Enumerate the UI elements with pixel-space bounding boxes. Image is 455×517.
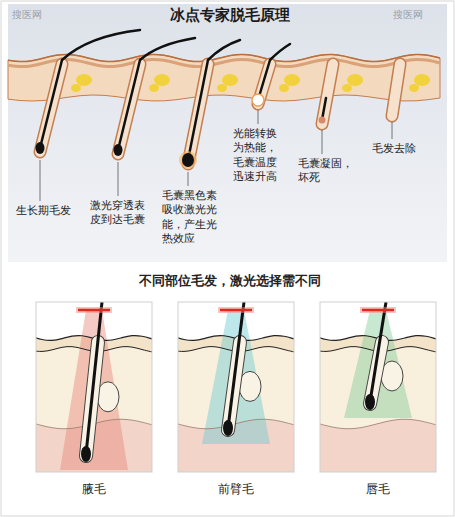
follicle-sheath [322,64,333,124]
section-heading: 不同部位毛发，激光选择需不同 [2,273,455,290]
coagulated-bulb [319,117,326,124]
hair-shaft [208,40,240,60]
watermark: 搜医网 [12,8,72,21]
depth-panel [32,302,156,472]
heat-glow [252,94,264,106]
diagram-title: 冰点专家脱毛原理 [2,6,455,26]
hair-shaft [228,302,244,428]
panel-caption: 唇毛 [320,482,436,498]
fat-blob [284,74,300,86]
laser-glow [360,307,396,313]
panel-caption: 腋毛 [36,482,152,498]
stage-label: 光能转换为热能，毛囊温度迅速升高 [233,127,283,184]
fat-blob [217,84,227,92]
fat-blob [279,84,289,92]
stage-label: 毛囊黑色素吸收激光光能，产生光热效应 [162,189,222,246]
stage-label: 毛发去除 [372,142,428,156]
panel-content [320,302,436,472]
hair-stage [179,40,240,169]
hair-stage [114,38,196,156]
hair-bulb [81,446,91,462]
stage-label: 毛囊凝固，坏死 [298,157,358,186]
stage-label: 激光穿透表皮到达毛囊 [90,199,150,228]
hair-shaft [140,38,195,60]
hair-stage [252,44,300,106]
hair-bulb [182,153,194,167]
hair-stage [36,30,141,154]
hair-root [188,60,208,160]
beam-cone [344,310,412,418]
hair-shaft [86,302,102,454]
hair-root [40,60,62,148]
panel-content [36,302,152,472]
hair-shaft [62,30,140,60]
follicle-inner [322,64,333,124]
leader-line [392,122,393,139]
laser-bar [362,309,394,312]
laser-glow [76,307,112,313]
leader-line [40,160,41,201]
hair-shaft [270,44,290,60]
fat-blob [409,84,419,92]
panel-border [36,302,152,472]
fat-blob [222,74,238,86]
leader-line [258,110,259,124]
depth-panel [316,302,440,472]
leader-line [322,130,323,154]
heat-glow [179,151,197,169]
skin-surface [8,54,440,61]
hair-bulb [114,144,123,156]
skin-band [8,54,440,101]
hair-bulb [365,394,375,410]
leader-line [118,162,119,196]
subcutis [320,419,436,472]
laser-glow [218,307,254,313]
skin-line [320,419,436,428]
watermark: 搜医网 [393,8,443,21]
laser-bar [220,309,252,312]
follicle-sheath [392,64,400,116]
fat-blob [149,84,159,92]
fat-blob [342,84,352,92]
panel-border [320,302,436,472]
panel-caption: 前臂毛 [178,482,294,498]
depth-panel [174,302,298,472]
hair-bulb [36,142,45,154]
fat-blob [76,74,92,86]
follicle-inner [392,64,400,116]
fat-blob [347,74,363,86]
hair-bulb [223,420,233,436]
hair-root [118,60,140,150]
hair-stage [392,64,430,116]
laser-bar [78,309,110,312]
epidermis-line [8,59,440,66]
top-panel [8,4,447,262]
panel-content [178,302,294,472]
hair-shaft [370,302,386,402]
fat-blob [71,84,81,92]
panel-border [178,302,294,472]
fat-blob [414,74,430,86]
stage-label: 生长期毛发 [12,204,74,218]
fat-blob [154,74,170,86]
hair-stage [319,64,364,124]
leader-line [188,172,189,186]
